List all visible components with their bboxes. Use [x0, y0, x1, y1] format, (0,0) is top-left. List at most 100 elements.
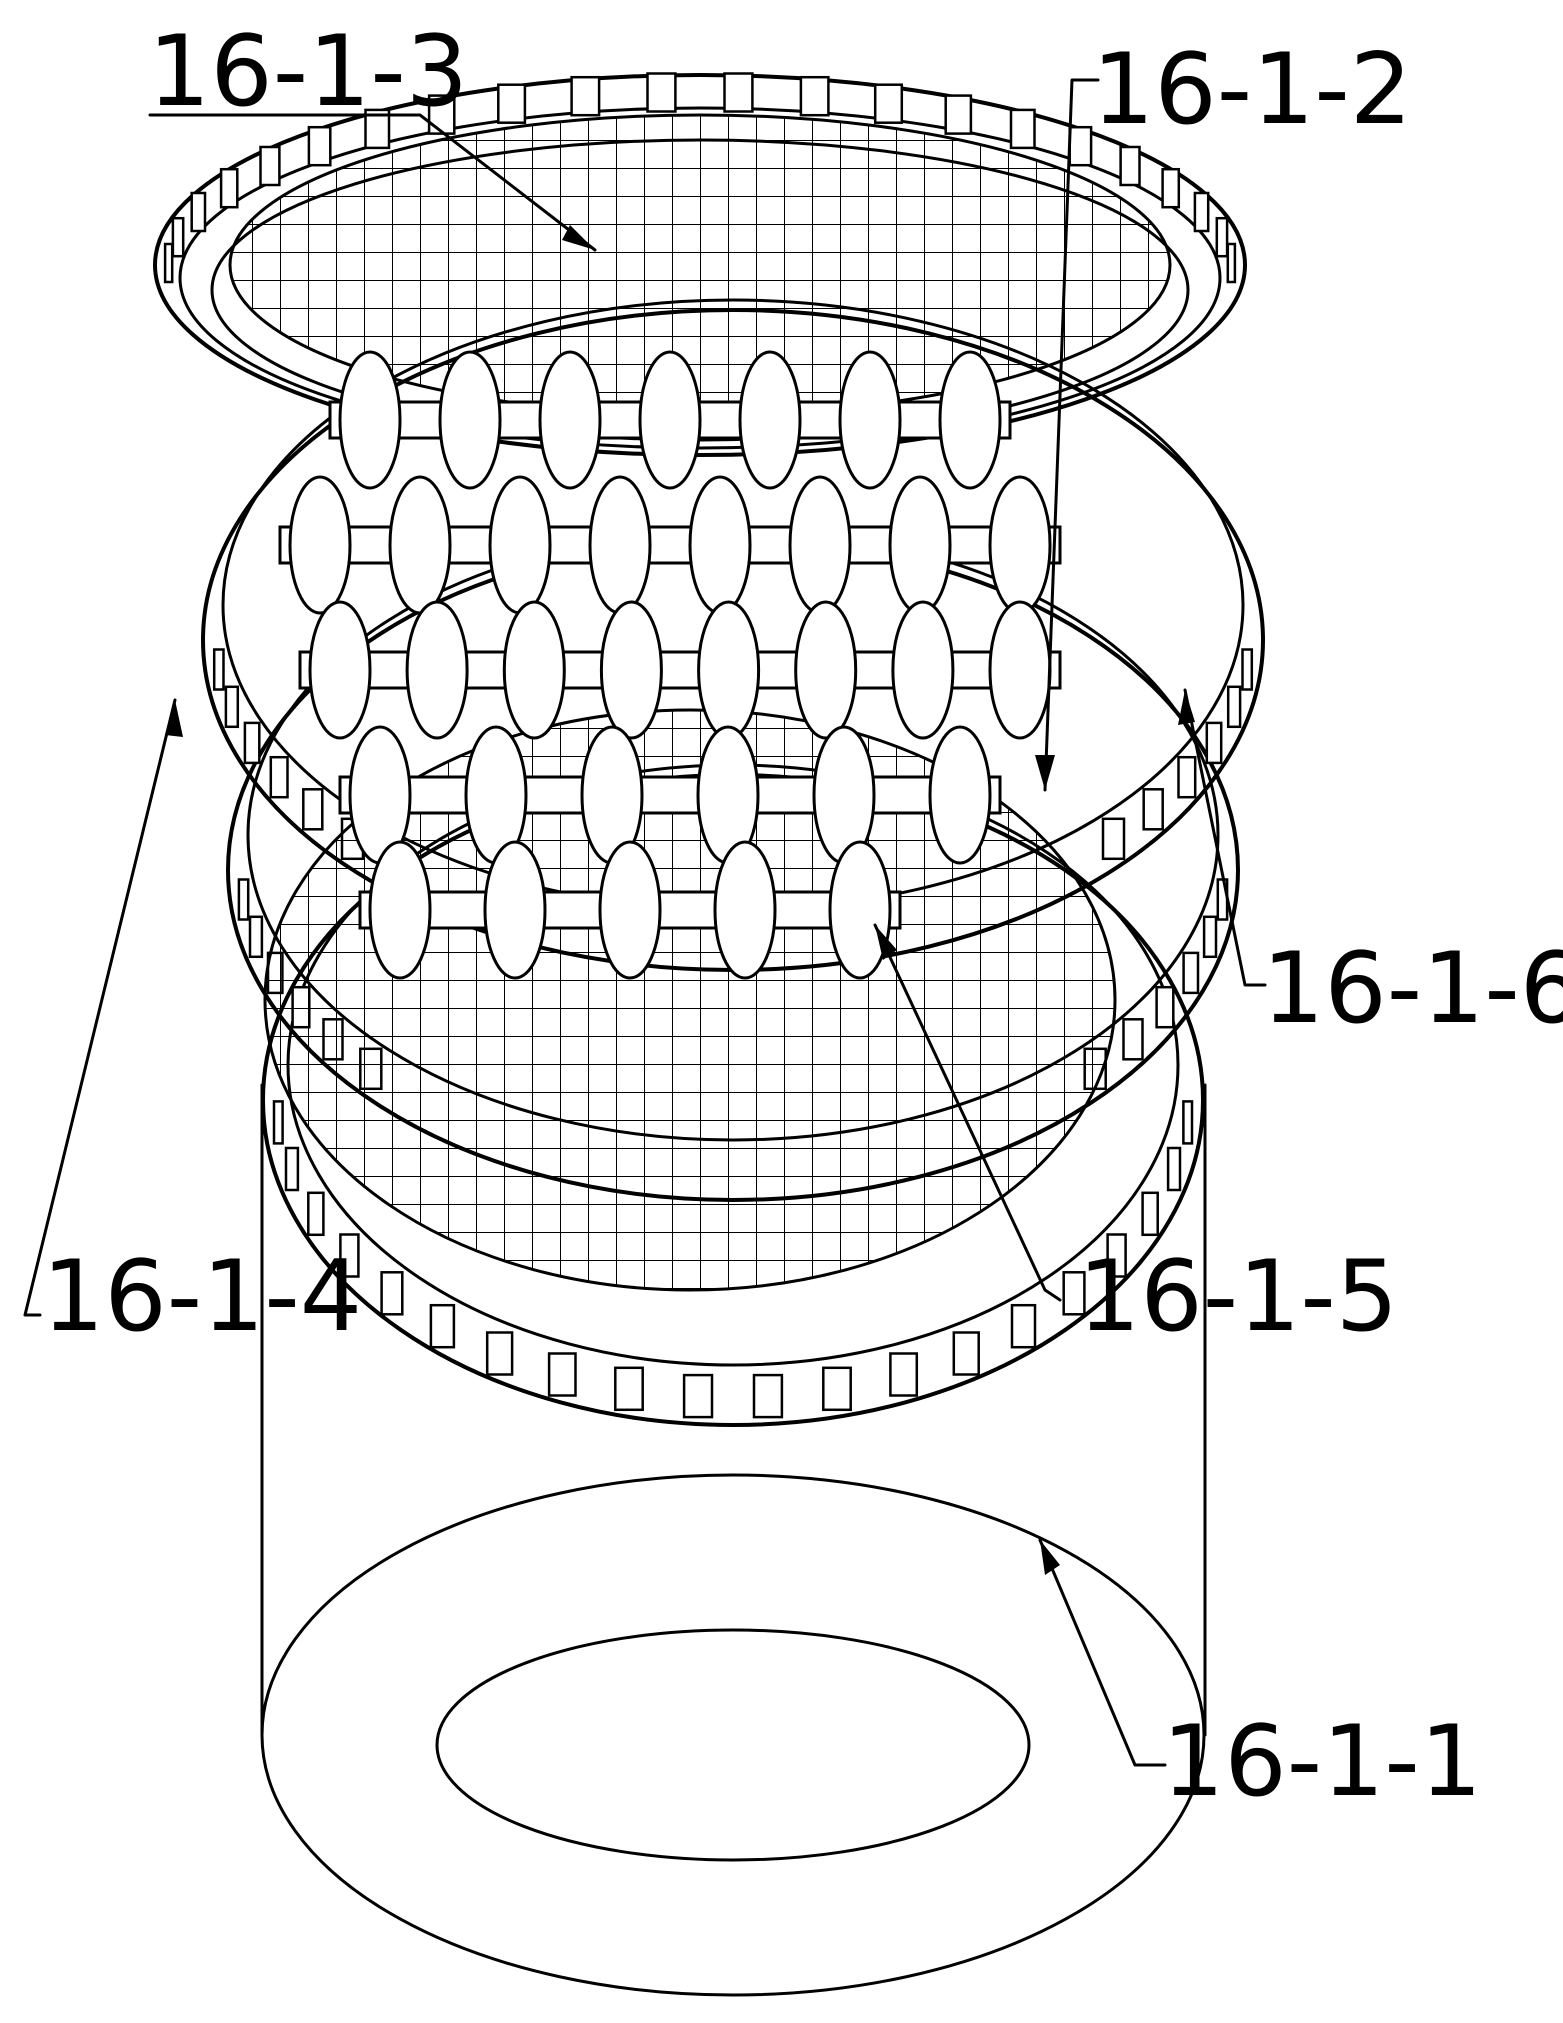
band-slot	[259, 145, 281, 187]
bottom-mesh-plate	[263, 708, 1117, 1292]
band-slot	[364, 108, 391, 150]
band-slot	[1106, 1233, 1127, 1278]
band-slot	[1009, 108, 1036, 150]
band-slot	[1142, 788, 1164, 831]
roller-disc	[988, 600, 1052, 740]
band-slot	[944, 94, 973, 135]
roller-disc	[338, 350, 402, 490]
band-slot	[380, 1271, 404, 1316]
roller-disc	[713, 840, 777, 980]
band-slot	[1141, 1191, 1159, 1237]
label-16-1-6: 16-1-6	[1262, 932, 1563, 1046]
band-slot	[952, 1331, 980, 1376]
roller-disc	[888, 475, 952, 615]
roller-disc	[438, 350, 502, 490]
roller-disc	[788, 475, 852, 615]
band-slot	[171, 216, 185, 258]
band-slot	[163, 242, 174, 284]
band-slot	[646, 72, 677, 113]
label-16-1-1: 16-1-1	[1162, 1705, 1482, 1819]
roller-disc	[638, 350, 702, 490]
band-slot	[873, 83, 904, 124]
band-slot	[302, 788, 324, 831]
roller-disc	[405, 600, 469, 740]
band-slot	[1241, 648, 1254, 691]
roller-disc	[828, 840, 892, 980]
leader-lines	[23, 78, 1267, 1767]
band-slot	[547, 1352, 577, 1397]
label-16-1-3: 16-1-3	[148, 15, 468, 129]
band-slot	[224, 685, 240, 729]
label-16-1-4: 16-1-4	[42, 1240, 362, 1354]
band-slot	[237, 878, 250, 921]
band-slot	[212, 648, 225, 691]
roller-disc	[502, 600, 566, 740]
band-slot	[485, 1331, 514, 1376]
band-slot	[889, 1352, 919, 1397]
band-slot	[307, 125, 332, 167]
band-slot	[1193, 191, 1210, 233]
label-16-1-2: 16-1-2	[1092, 33, 1412, 147]
roller-disc	[738, 350, 802, 490]
band-slot	[752, 1373, 784, 1419]
band-slot	[1155, 985, 1175, 1029]
band-slot	[1010, 1303, 1037, 1349]
roller-disc	[538, 350, 602, 490]
band-slot	[1226, 685, 1242, 729]
band-slot	[1062, 1271, 1086, 1316]
roller-shaft	[338, 775, 1002, 815]
roller-disc	[599, 600, 663, 740]
roller-disc	[368, 840, 432, 980]
roller-disc	[288, 475, 352, 615]
band-slot	[190, 191, 207, 233]
band-slot	[1215, 216, 1229, 258]
band-slot	[723, 72, 754, 113]
band-slot	[1166, 1146, 1182, 1192]
roller-disc	[794, 600, 858, 740]
band-slot	[284, 1146, 300, 1192]
roller-disc	[483, 840, 547, 980]
roller-disc	[388, 475, 452, 615]
band-slot	[1101, 817, 1126, 861]
roller-disc	[838, 350, 902, 490]
band-slot	[614, 1366, 644, 1412]
band-slot	[1177, 755, 1197, 799]
cylinder-body	[260, 1083, 1207, 1997]
band-slot	[219, 167, 239, 209]
roller-disc	[928, 725, 992, 865]
roller-disc	[988, 475, 1052, 615]
roller-disc	[891, 600, 955, 740]
band-slot	[1182, 951, 1200, 995]
band-slot	[1119, 145, 1141, 187]
band-slot	[1226, 242, 1237, 284]
roller-disc	[938, 350, 1002, 490]
roller-disc	[697, 600, 761, 740]
band-slot	[243, 721, 261, 765]
band-slot	[427, 94, 456, 135]
band-slot	[682, 1373, 714, 1419]
roller-disc	[688, 475, 752, 615]
roller-assembly	[278, 350, 1062, 980]
band-slot	[248, 915, 264, 959]
band-slot	[1068, 125, 1093, 167]
band-slot	[570, 75, 601, 117]
reference-labels: 16-1-3 16-1-2 16-1-6 16-1-4 16-1-5 16-1-…	[42, 15, 1563, 1819]
band-slot	[822, 1366, 852, 1412]
band-slot	[269, 755, 289, 799]
band-slot	[429, 1303, 456, 1349]
band-slot	[1202, 915, 1218, 959]
band-slot	[272, 1100, 284, 1145]
band-slot	[307, 1191, 325, 1237]
roller-disc	[488, 475, 552, 615]
roller-disc	[588, 475, 652, 615]
band-slot	[1182, 1100, 1194, 1145]
band-slot	[339, 1233, 360, 1278]
roller-disc	[308, 600, 372, 740]
label-16-1-5: 16-1-5	[1078, 1240, 1398, 1354]
roller-disc	[598, 840, 662, 980]
band-slot	[799, 75, 830, 117]
band-slot	[497, 83, 527, 124]
band-slot	[1122, 1018, 1144, 1061]
band-slot	[1205, 721, 1223, 765]
